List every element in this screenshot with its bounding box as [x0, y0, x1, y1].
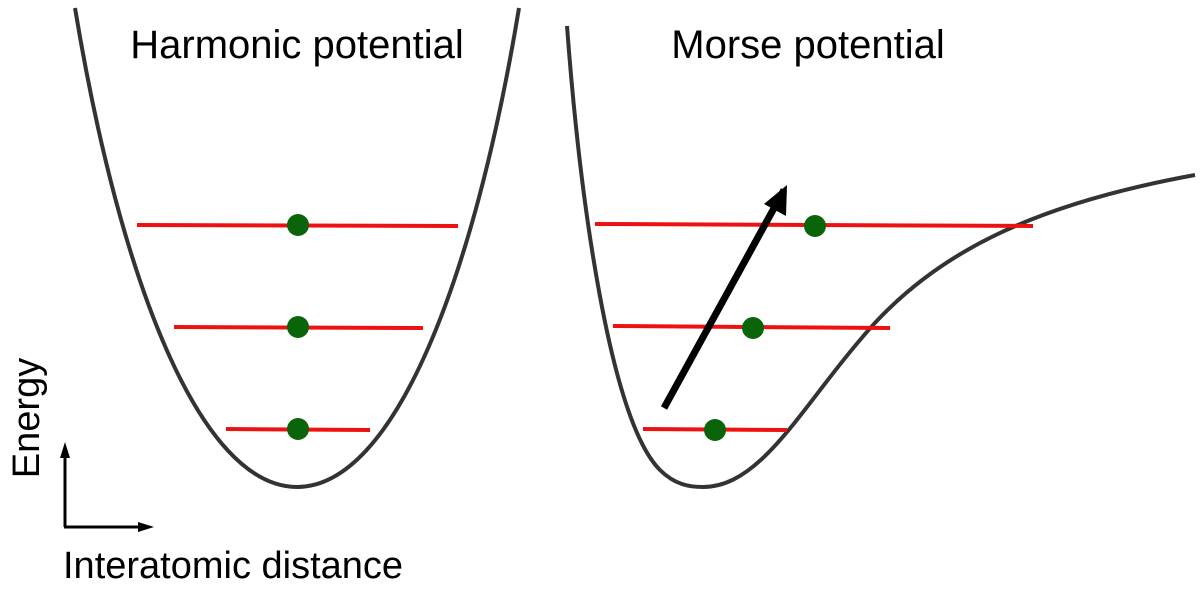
harmonic-particle-3 [287, 214, 309, 236]
morse-particle-2 [742, 317, 764, 339]
excitation-arrow [660, 188, 788, 410]
harmonic-title: Harmonic potential [130, 23, 464, 67]
morse-particle-1 [704, 419, 726, 441]
harmonic-curve [73, 7, 521, 490]
harmonic-particle-1 [287, 418, 309, 440]
harmonic-particle-2 [287, 316, 309, 338]
x-axis-label: Interatomic distance [63, 545, 403, 587]
x-axis-arrowhead [138, 522, 154, 532]
y-axis-arrowhead [60, 442, 70, 458]
y-axis-label: Energy [6, 358, 48, 478]
morse-curve [565, 25, 1196, 490]
morse-title: Morse potential [671, 23, 944, 67]
excitation-arrow-head [764, 185, 787, 216]
morse-particle-3 [804, 215, 826, 237]
